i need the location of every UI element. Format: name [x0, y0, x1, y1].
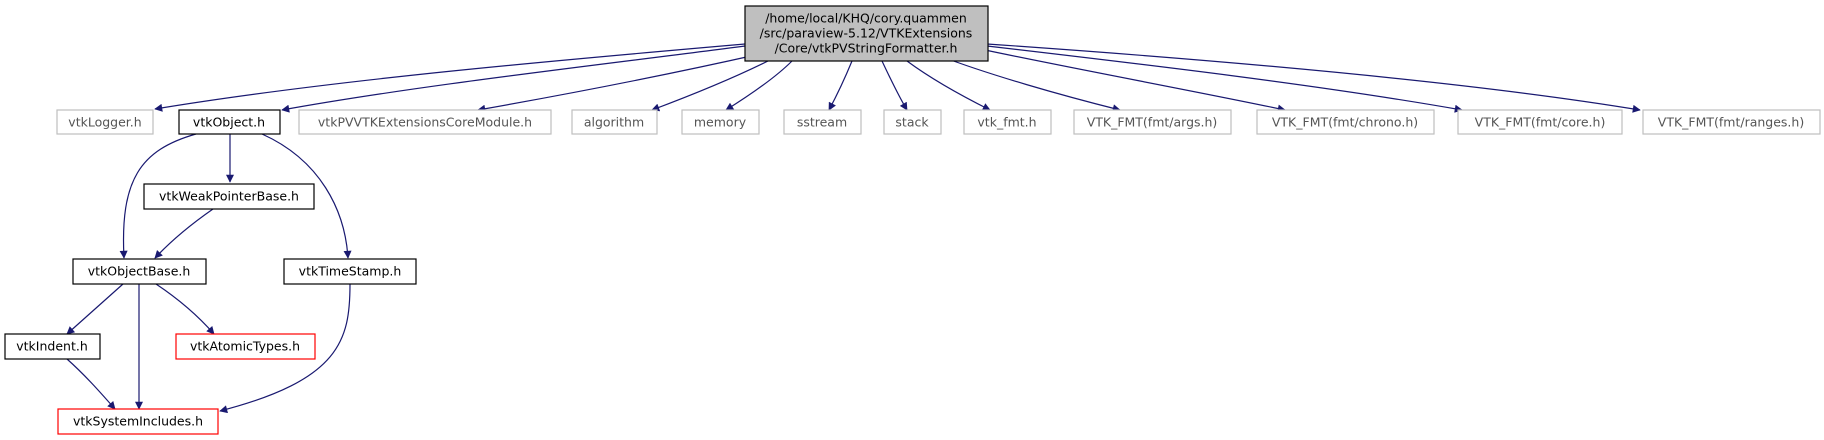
node-algorithm[interactable]: algorithm — [571, 109, 658, 135]
timestamp-label: vtkTimeStamp.h — [299, 264, 402, 279]
edge-root-to-fmtcore — [986, 45, 1463, 113]
node-fmtchrono[interactable]: VTK_FMT(fmt/chrono.h) — [1256, 109, 1435, 135]
node-memory[interactable]: memory — [681, 109, 760, 135]
root-path-line-3: /Core/vtkPVStringFormatter.h — [775, 41, 958, 56]
node-objectbase[interactable]: vtkObjectBase.h — [72, 258, 207, 285]
edge-vtkobject-to-objectbase — [119, 133, 197, 259]
node-vtklogger[interactable]: vtkLogger.h — [56, 109, 154, 135]
algorithm-label: algorithm — [584, 115, 644, 130]
coremodule-label: vtkPVVTKExtensionsCoreModule.h — [318, 115, 532, 130]
node-indent[interactable]: vtkIndent.h — [4, 333, 101, 360]
edge-root-to-vtkobject — [281, 45, 746, 113]
edge-objectbase-to-atomictypes — [155, 283, 215, 335]
edge-root-to-vtklogger — [154, 43, 746, 112]
fmtchrono-label: VTK_FMT(fmt/chrono.h) — [1272, 115, 1418, 130]
fmtranges-label: VTK_FMT(fmt/ranges.h) — [1658, 115, 1804, 130]
graph-edges — [66, 43, 1641, 414]
node-fmtranges[interactable]: VTK_FMT(fmt/ranges.h) — [1642, 109, 1821, 135]
fmtargs-label: VTK_FMT(fmt/args.h) — [1087, 115, 1218, 130]
edge-weakpointer-to-objectbase — [154, 208, 214, 259]
memory-label: memory — [694, 115, 747, 130]
edge-root-to-fmtargs — [939, 55, 1121, 113]
vtkobject-label: vtkObject.h — [193, 115, 265, 130]
edge-timestamp-to-systemincludes — [219, 283, 351, 414]
stack-label: stack — [895, 115, 929, 130]
node-fmtcore[interactable]: VTK_FMT(fmt/core.h) — [1457, 109, 1623, 135]
edge-root-to-coremodule — [477, 53, 761, 113]
edge-root-to-stack — [881, 60, 908, 111]
node-coremodule[interactable]: vtkPVVTKExtensionsCoreModule.h — [298, 109, 552, 135]
node-atomictypes[interactable]: vtkAtomicTypes.h — [175, 333, 316, 360]
node-timestamp[interactable]: vtkTimeStamp.h — [283, 258, 417, 285]
edge-indent-to-systemincludes — [66, 358, 116, 410]
edge-root-to-sstream — [828, 60, 853, 111]
systemincludes-label: vtkSystemIncludes.h — [73, 414, 203, 429]
edge-objectbase-to-indent — [66, 283, 124, 335]
edge-root-to-fmtranges — [986, 43, 1641, 113]
edge-root-to-memory — [725, 60, 793, 111]
node-fmtargs[interactable]: VTK_FMT(fmt/args.h) — [1073, 109, 1232, 135]
node-sstream[interactable]: sstream — [783, 109, 862, 135]
edge-root-to-vtkfmt — [906, 60, 991, 111]
vtklogger-label: vtkLogger.h — [68, 115, 141, 130]
indent-label: vtkIndent.h — [16, 339, 88, 354]
node-vtkfmt[interactable]: vtk_fmt.h — [963, 109, 1052, 135]
node-weakpointerbase[interactable]: vtkWeakPointerBase.h — [143, 183, 315, 210]
root-path-line-2: /src/paraview-5.12/VTKExtensions — [760, 26, 973, 41]
weakpointerbase-label: vtkWeakPointerBase.h — [159, 189, 299, 204]
edge-root-to-fmtchrono — [984, 49, 1286, 113]
graph-nodes: /home/local/KHQ/cory.quammen /src/paravi… — [4, 5, 1821, 435]
node-root-file[interactable]: /home/local/KHQ/cory.quammen /src/paravi… — [744, 5, 989, 62]
node-systemincludes[interactable]: vtkSystemIncludes.h — [57, 408, 219, 435]
atomictypes-label: vtkAtomicTypes.h — [190, 339, 300, 354]
edge-vtkobject-to-timestamp — [261, 133, 352, 259]
edge-root-to-algorithm — [651, 59, 771, 112]
sstream-label: sstream — [797, 115, 847, 130]
vtkfmt-label: vtk_fmt.h — [977, 115, 1036, 130]
node-vtkobject[interactable]: vtkObject.h — [178, 109, 281, 135]
fmtcore-label: VTK_FMT(fmt/core.h) — [1475, 115, 1606, 130]
objectbase-label: vtkObjectBase.h — [88, 264, 191, 279]
node-stack[interactable]: stack — [883, 109, 942, 135]
root-path-line-1: /home/local/KHQ/cory.quammen — [765, 11, 967, 26]
